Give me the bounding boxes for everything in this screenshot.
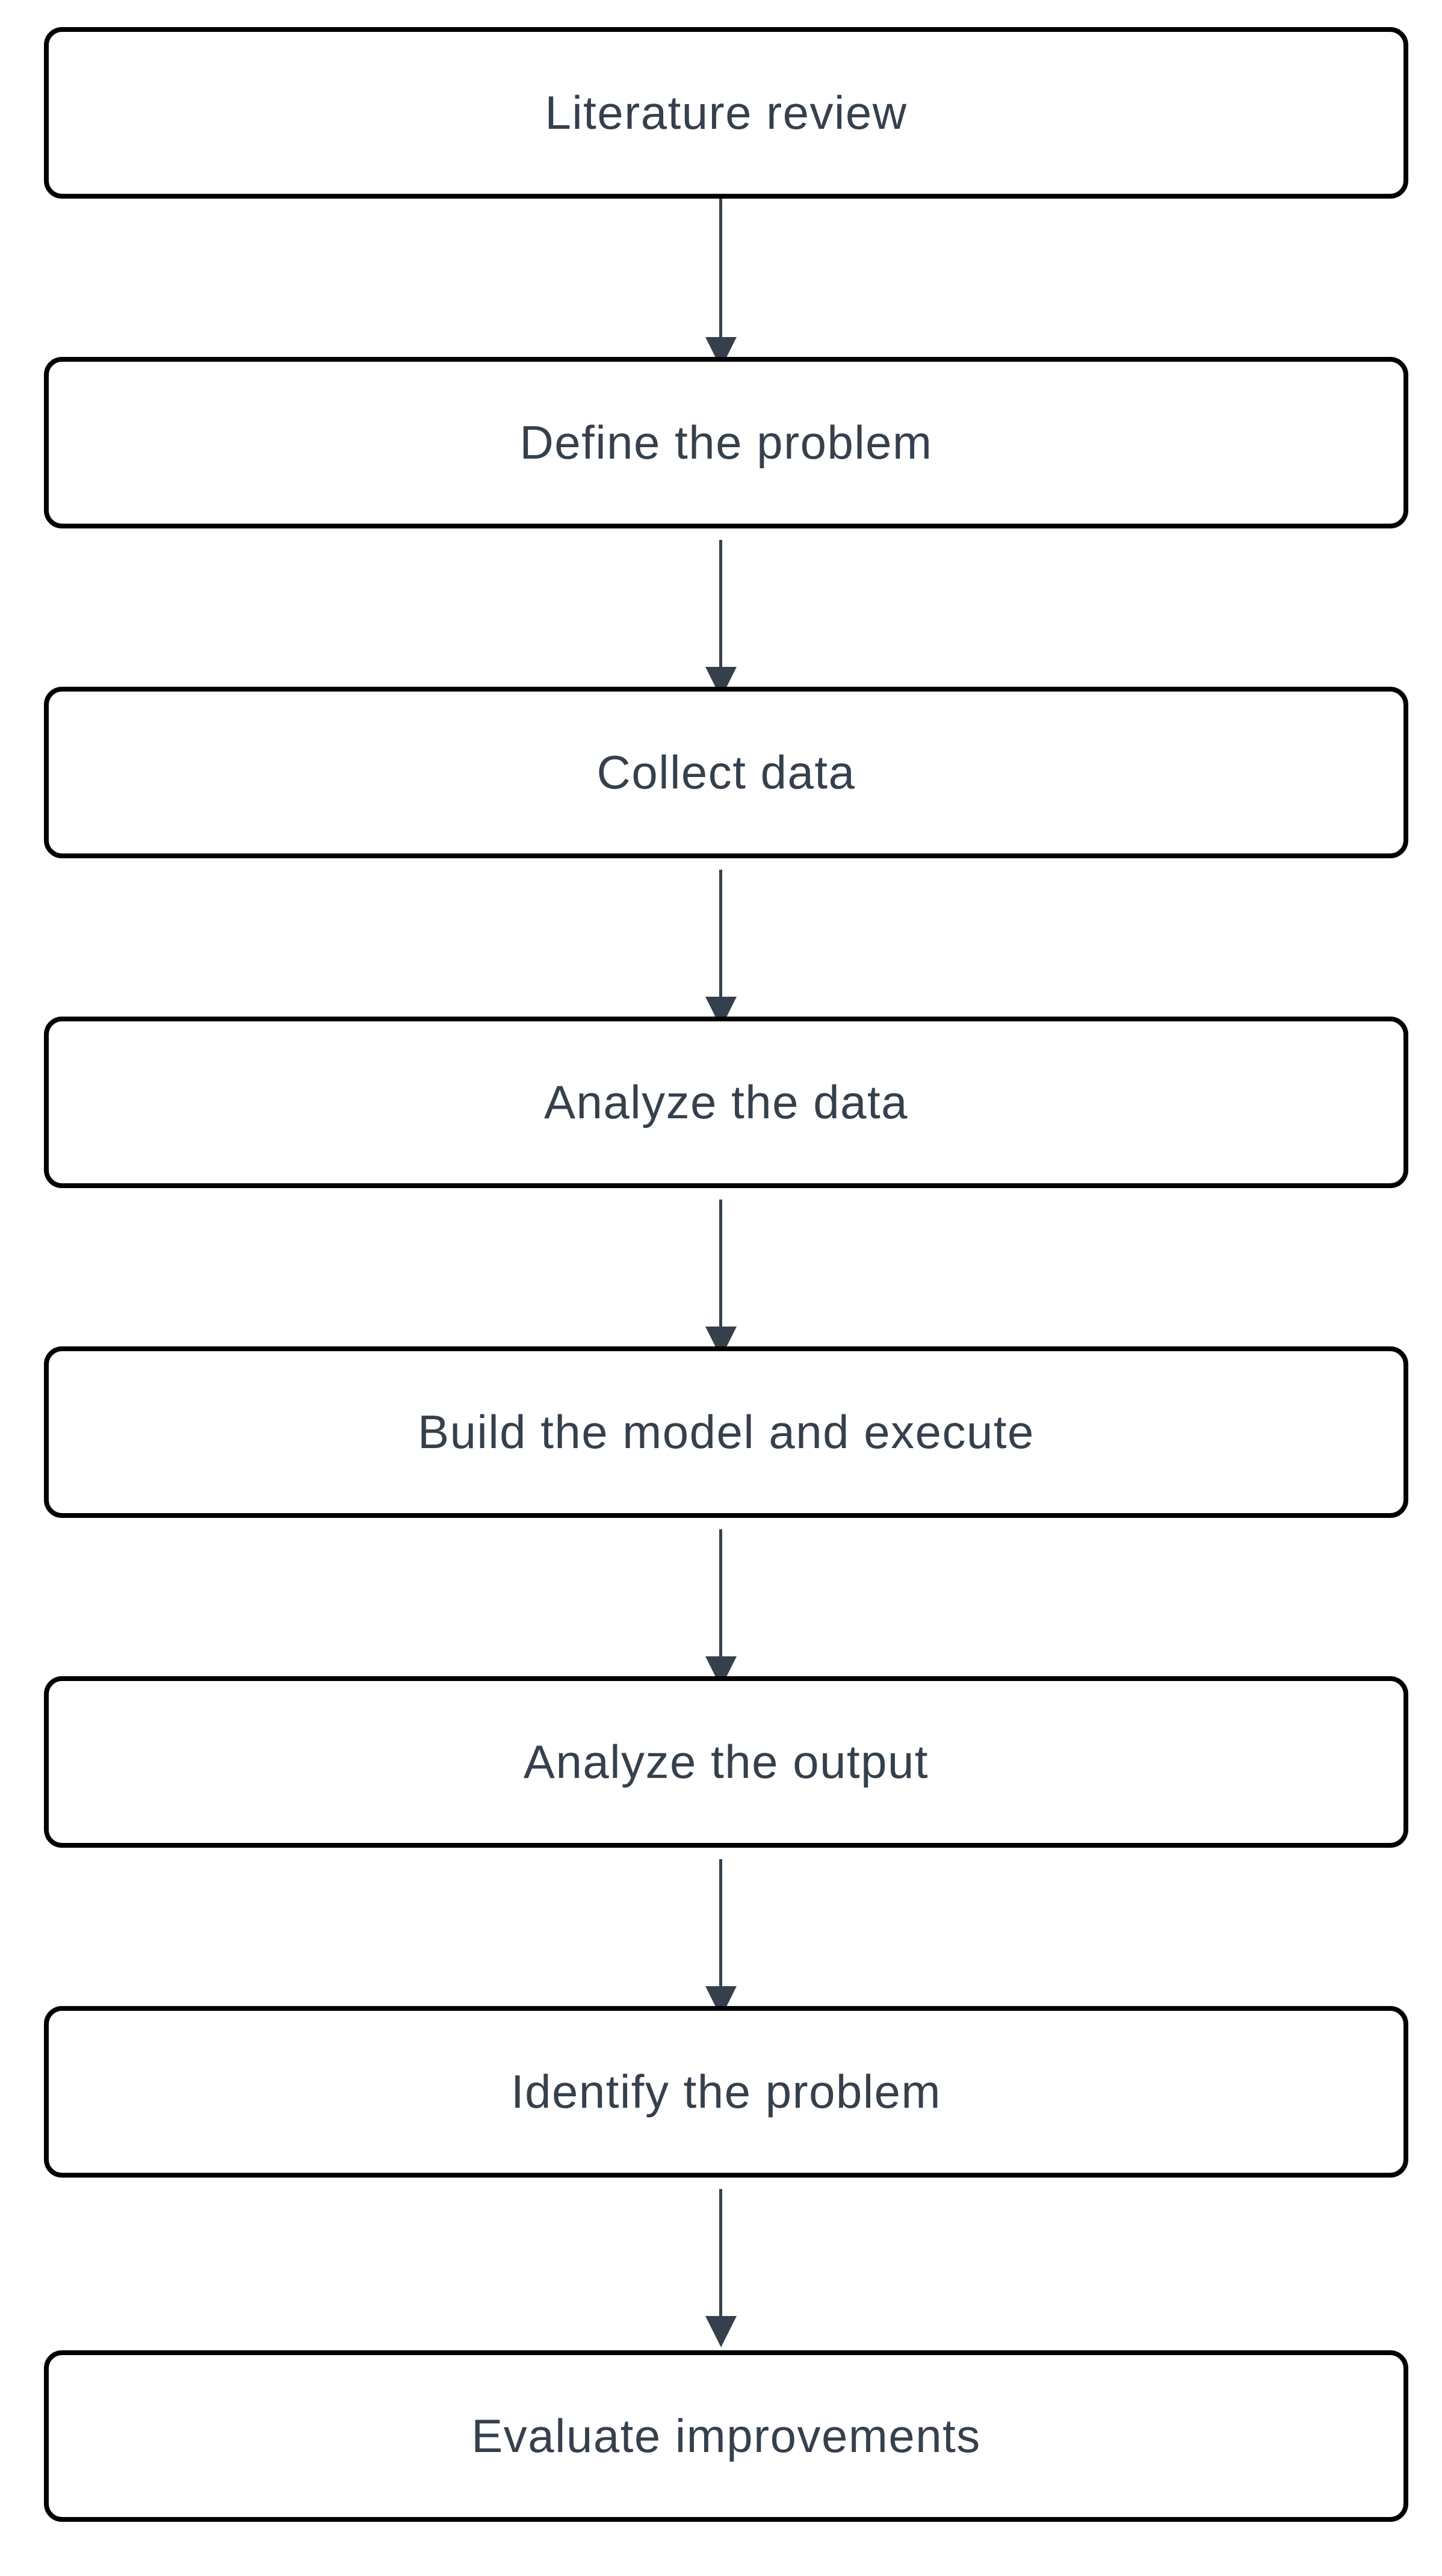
flow-node-label: Build the model and execute xyxy=(418,1405,1035,1458)
flow-node-label: Collect data xyxy=(596,745,856,799)
connector-literature-review-to-define-the-problem xyxy=(705,199,737,368)
flow-node-evaluate-improvements[interactable]: Evaluate improvements xyxy=(44,2350,1408,2522)
flow-node-label: Identify the problem xyxy=(510,2064,942,2118)
connector-collect-data-to-analyze-the-data xyxy=(705,870,737,1028)
arrow-head-down-icon xyxy=(705,2316,737,2347)
flow-node-label: Define the problem xyxy=(519,415,933,469)
connector-analyze-the-output-to-identify-the-problem xyxy=(705,1859,737,2017)
connector-line xyxy=(719,870,722,997)
connector-line xyxy=(719,1529,722,1656)
connector-line xyxy=(719,2189,722,2316)
flow-node-literature-review[interactable]: Literature review xyxy=(44,27,1408,199)
flow-node-build-model-execute[interactable]: Build the model and execute xyxy=(44,1346,1408,1518)
flow-node-label: Literature review xyxy=(545,85,908,139)
connector-build-model-execute-to-analyze-the-output xyxy=(705,1529,737,1688)
flow-node-label: Evaluate improvements xyxy=(471,2409,981,2462)
flow-node-define-the-problem[interactable]: Define the problem xyxy=(44,357,1408,528)
connector-line xyxy=(719,1200,722,1327)
flow-node-analyze-the-output[interactable]: Analyze the output xyxy=(44,1676,1408,1848)
connector-define-the-problem-to-collect-data xyxy=(705,540,737,698)
connector-line xyxy=(719,1859,722,1986)
connector-line xyxy=(719,540,722,667)
connector-line xyxy=(719,199,722,337)
flow-node-collect-data[interactable]: Collect data xyxy=(44,687,1408,858)
flow-node-label: Analyze the output xyxy=(523,1735,929,1788)
flow-node-label: Analyze the data xyxy=(543,1075,909,1129)
flow-node-identify-the-problem[interactable]: Identify the problem xyxy=(44,2006,1408,2178)
flow-node-analyze-the-data[interactable]: Analyze the data xyxy=(44,1017,1408,1188)
connector-analyze-the-data-to-build-model-execute xyxy=(705,1200,737,1358)
connector-identify-the-problem-to-evaluate-improvements xyxy=(705,2189,737,2347)
